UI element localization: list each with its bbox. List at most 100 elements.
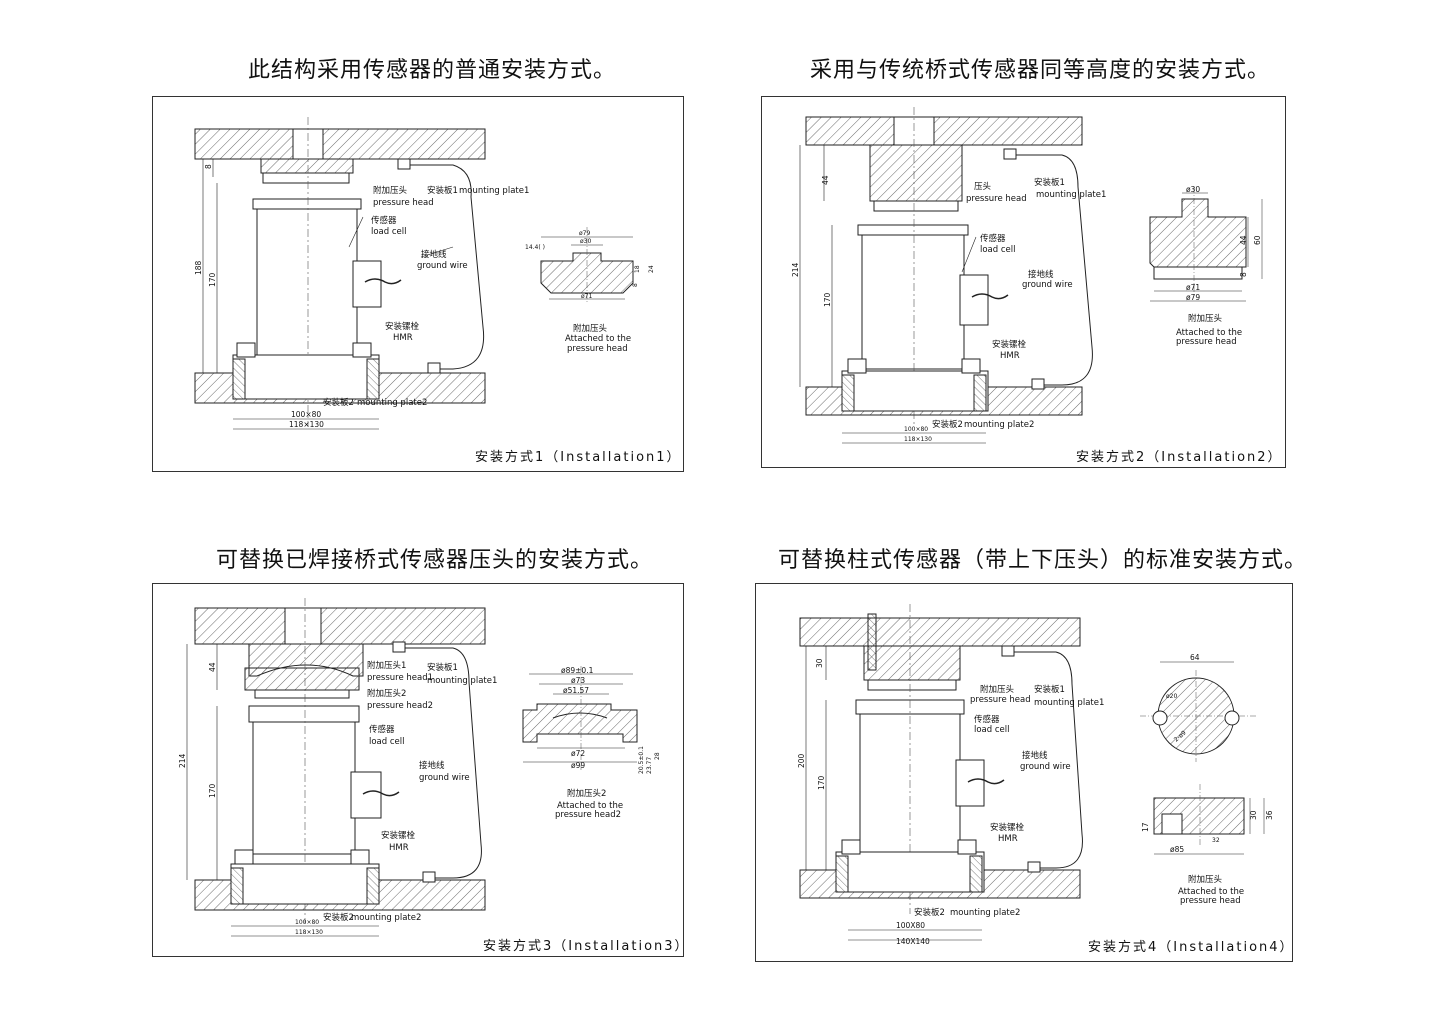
- label-plate2-cn: 安装板2: [914, 907, 945, 918]
- label-press-en: pressure head: [970, 695, 1031, 705]
- installation3-drawing: 44 214 170 100×80 118×130 附加压头1 pressure…: [178, 598, 661, 937]
- detail-label-en1: Attached to the: [565, 334, 631, 344]
- connector-box: [352, 260, 382, 308]
- dim-100x80: 100×80: [904, 426, 928, 433]
- dim-170: 170: [208, 272, 217, 287]
- label-plate1-cn: 安装板1: [427, 185, 458, 196]
- installation1-panel: 8 188 170 100×80 118×130 附加压头 pressure h…: [152, 96, 684, 472]
- installation1-drawing: 8 188 170 100×80 118×130 附加压头 pressure h…: [194, 117, 655, 430]
- detail-dim-24: 24: [648, 265, 655, 273]
- dim-170: 170: [208, 783, 217, 798]
- label-plate2-en: mounting plate2: [950, 908, 1020, 918]
- caption-installation1: 安装方式1（Installation1）: [475, 450, 682, 465]
- label-press1-en: pressure head1: [367, 673, 433, 683]
- label-plate2-cn: 安装板2: [323, 397, 354, 408]
- bolt-left: [234, 849, 254, 865]
- label-wire-cn: 接地线: [419, 760, 445, 771]
- dim-44: 44: [821, 175, 830, 185]
- dim-214: 214: [178, 753, 187, 768]
- detail-label-en2: pressure head2: [555, 810, 621, 820]
- detail-dim-51: ø51.57: [563, 686, 589, 695]
- heading-installation1: 此结构采用传感器的普通安装方式。: [248, 58, 617, 83]
- top-plate: [194, 607, 486, 645]
- label-plate1-cn: 安装板1: [1034, 177, 1065, 188]
- dim-140x140: 140X140: [896, 937, 930, 946]
- detail-dim-71: ø71: [1186, 283, 1200, 292]
- pressure-head: [863, 645, 961, 681]
- detail-dim-30: 30: [1249, 810, 1258, 820]
- label-plate2-cn: 安装板2: [932, 419, 963, 430]
- installation3-panel: 44 214 170 100×80 118×130 附加压头1 pressure…: [152, 583, 688, 957]
- dim-100x80: 100×80: [295, 919, 319, 926]
- label-hmr-en: HMR: [393, 333, 413, 343]
- detail-dim-18: 18: [634, 265, 641, 273]
- bolt-left: [841, 839, 861, 855]
- dim-170: 170: [817, 775, 826, 790]
- label-plate1-cn: 安装板1: [427, 662, 458, 673]
- label-press2-cn: 附加压头2: [367, 688, 406, 699]
- label-cell-cn: 传感器: [371, 215, 397, 226]
- detail-dim-20: 20.5±0.1: [638, 746, 645, 774]
- bolt-left: [847, 358, 867, 374]
- caption-installation3: 安装方式3（Installation3）: [483, 939, 690, 954]
- label-hmr-en: HMR: [389, 843, 409, 853]
- label-plate2-cn: 安装板2: [323, 912, 354, 923]
- label-hmr-cn: 安装镙栓: [381, 830, 416, 841]
- detail-dim-side: 14.4( ): [525, 244, 545, 251]
- dim-118x130: 118×130: [904, 436, 932, 443]
- connector-box: [955, 759, 985, 807]
- installation4-drawing: 30 200 170 100X80 140X140 附加压头 pressure …: [797, 604, 1274, 946]
- label-press1-cn: 附加压头1: [367, 660, 406, 671]
- load-cell-body: [252, 198, 362, 210]
- detail-label-en2: pressure head: [567, 344, 628, 354]
- label-wire-en: ground wire: [1020, 762, 1071, 772]
- pressure-head: [869, 144, 963, 202]
- label-cell-en: load cell: [371, 227, 407, 237]
- label-plate2-en: mounting plate2: [357, 398, 427, 408]
- connector-box: [959, 274, 989, 326]
- heading-installation2: 采用与传统桥式传感器同等高度的安装方式。: [810, 58, 1271, 83]
- detail-dim-60: 60: [1253, 235, 1262, 245]
- bolt-right: [350, 849, 370, 865]
- installation2-drawing: 44 214 170 100×80 118×130 压头 pressure he…: [791, 107, 1263, 444]
- detail-dim-71: ø71: [581, 293, 592, 300]
- heading-installation4: 可替换柱式传感器（带上下压头）的标准安装方式。: [778, 548, 1308, 573]
- detail-dim-64: 64: [1190, 653, 1200, 662]
- detail-pressure-head: [1149, 198, 1247, 268]
- label-cell-cn: 传感器: [980, 233, 1006, 244]
- label-hmr-cn: 安装镙栓: [385, 321, 420, 332]
- detail-dim-73: ø73: [571, 676, 585, 685]
- detail-dim-28: 28: [654, 752, 661, 760]
- dim-30: 30: [815, 658, 824, 668]
- label-wire-en: ground wire: [419, 773, 470, 783]
- label-press-cn: 压头: [974, 181, 992, 192]
- dim-100x80: 100×80: [291, 410, 321, 419]
- detail-label-cn: 附加压头: [573, 323, 608, 334]
- label-press-en: pressure head: [966, 194, 1027, 204]
- detail-label-cn: 附加压头2: [567, 788, 606, 799]
- dim-100x80: 100X80: [896, 921, 925, 930]
- detail-dim-30: ø30: [1186, 185, 1200, 194]
- detail-dim-30: ø30: [580, 238, 591, 245]
- label-wire-en: ground wire: [417, 261, 468, 271]
- detail-dim-23: 23.77: [646, 757, 653, 774]
- detail-label-en1: Attached to the: [1178, 887, 1244, 897]
- connector-box: [350, 771, 382, 819]
- load-cell-body: [248, 705, 360, 723]
- label-wire-cn: 接地线: [1022, 750, 1048, 761]
- detail-label-en2: pressure head: [1176, 337, 1237, 347]
- detail-dim-17: 17: [1141, 822, 1150, 832]
- detail-dim-89: ø89±0.1: [561, 666, 594, 675]
- label-cell-cn: 传感器: [369, 724, 395, 735]
- top-plate: [194, 128, 486, 160]
- detail-label-en1: Attached to the: [557, 801, 623, 811]
- label-wire-en: ground wire: [1022, 280, 1073, 290]
- label-hmr-cn: 安装镙栓: [992, 339, 1027, 350]
- dim-118x130: 118×130: [295, 929, 323, 936]
- dim-188: 188: [194, 260, 203, 275]
- load-cell-body: [857, 224, 969, 236]
- label-cell-en: load cell: [369, 737, 405, 747]
- label-plate1-en: mounting plate1: [459, 186, 529, 196]
- label-hmr-en: HMR: [998, 834, 1018, 844]
- bolt-left: [236, 342, 256, 358]
